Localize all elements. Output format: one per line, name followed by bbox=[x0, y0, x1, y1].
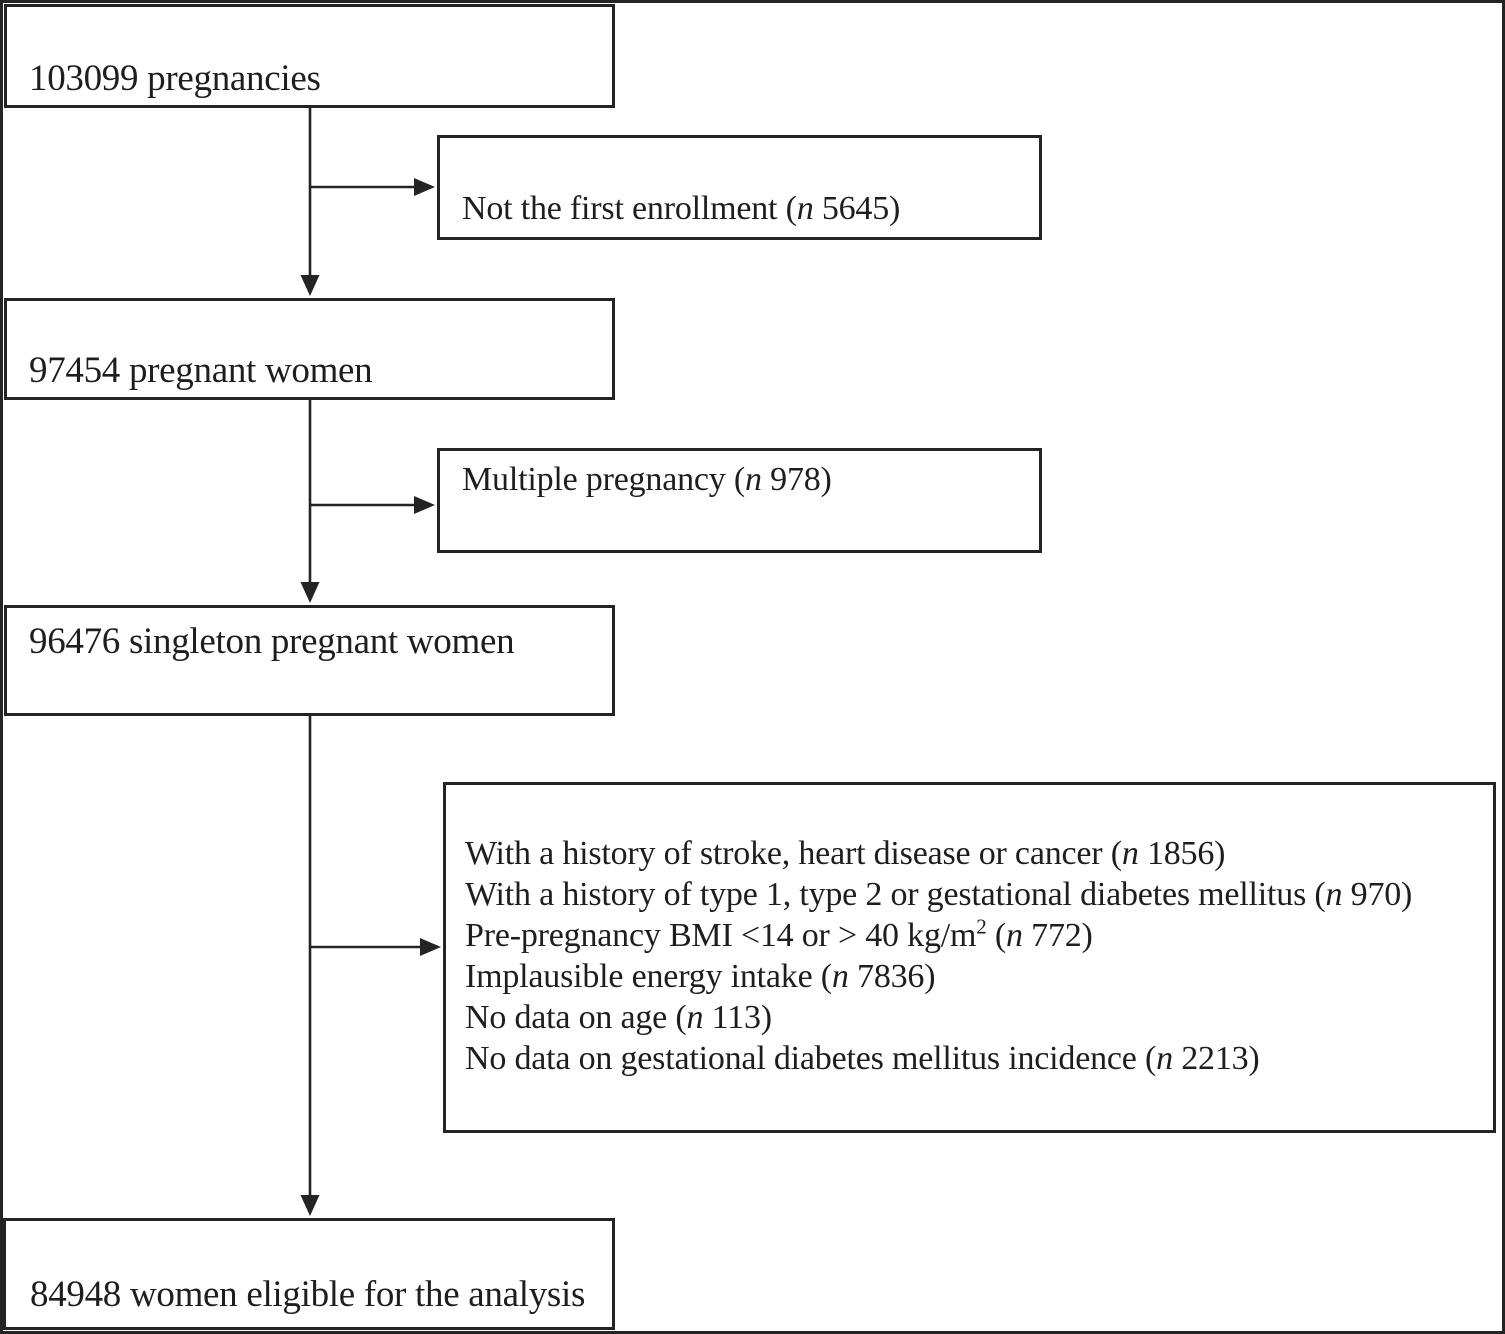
eligible-women-label: 84948 women eligible for the analysis bbox=[30, 1273, 586, 1315]
arrowhead-right-icon bbox=[420, 938, 441, 956]
exclusion-item-energy-intake: Implausible energy intake (n 7836) bbox=[465, 958, 936, 995]
exclusion-item-no-age-data: No data on age (n 113) bbox=[465, 999, 772, 1036]
box-exclusion-not-first-enrollment: Not the first enrollment (n 5645) bbox=[437, 135, 1042, 240]
box-exclusion-multiple-pregnancy: Multiple pregnancy (n 978) bbox=[437, 448, 1042, 553]
total-pregnancies-label: 103099 pregnancies bbox=[29, 57, 321, 99]
arrowhead-right-icon bbox=[414, 496, 435, 514]
box-exclusion-criteria: With a history of stroke, heart disease … bbox=[443, 782, 1496, 1133]
exclusion-item-history-diabetes: With a history of type 1, type 2 or gest… bbox=[465, 876, 1413, 913]
arrowhead-down-icon bbox=[300, 1195, 320, 1216]
box-pregnant-women: 97454 pregnant women bbox=[4, 298, 615, 400]
arrowhead-down-icon bbox=[300, 582, 320, 603]
singleton-pregnant-women-label: 96476 singleton pregnant women bbox=[29, 621, 515, 662]
exclusion-list: With a history of stroke, heart disease … bbox=[465, 833, 1412, 1079]
exclusion-multiple-pregnancy-label: Multiple pregnancy (n 978) bbox=[462, 461, 832, 498]
arrowhead-down-icon bbox=[300, 275, 320, 296]
arrowhead-right-icon bbox=[414, 178, 435, 196]
box-singleton-pregnant-women: 96476 singleton pregnant women bbox=[4, 605, 615, 716]
exclusion-not-first-enrollment-label: Not the first enrollment (n 5645) bbox=[462, 190, 901, 228]
exclusion-item-history-stroke: With a history of stroke, heart disease … bbox=[465, 835, 1226, 872]
box-eligible-women: 84948 women eligible for the analysis bbox=[3, 1218, 615, 1330]
box-total-pregnancies: 103099 pregnancies bbox=[4, 4, 615, 108]
pregnant-women-label: 97454 pregnant women bbox=[29, 349, 373, 391]
exclusion-item-no-gdm-data: No data on gestational diabetes mellitus… bbox=[465, 1040, 1260, 1077]
exclusion-item-bmi: Pre-pregnancy BMI <14 or > 40 kg/m2 (n 7… bbox=[465, 914, 1093, 954]
